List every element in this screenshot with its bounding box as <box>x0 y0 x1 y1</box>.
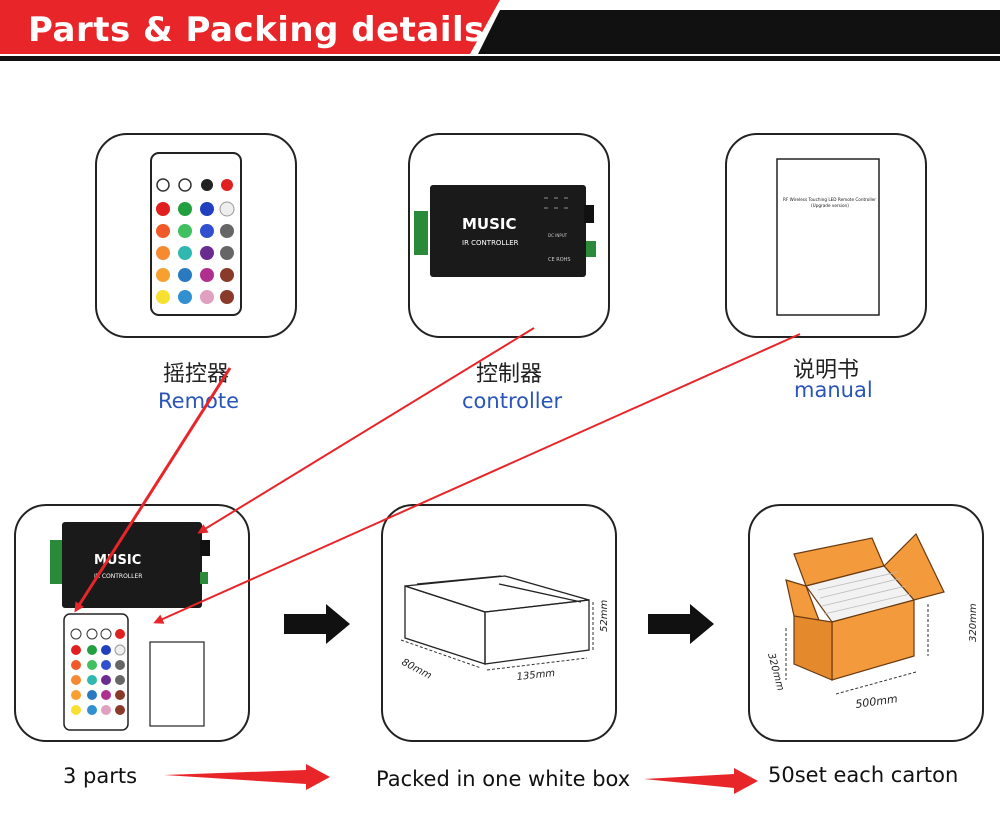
white-box-card: 52mm 80mm 135mm <box>381 504 617 742</box>
carton-card: 320mm 320mm 500mm <box>748 504 984 742</box>
page-title: Parts & Packing details <box>28 10 485 50</box>
bundle-controller-brand: MUSIC <box>94 553 141 568</box>
white-box-depth: 80mm <box>400 657 434 682</box>
carton-label: 50set each carton <box>768 763 959 787</box>
manual-caption-en: manual <box>794 378 873 402</box>
bottom-red-arrow-2 <box>644 768 758 794</box>
remote-card <box>95 133 297 338</box>
white-box-illustration: 52mm 80mm 135mm <box>400 575 610 683</box>
carton-depth: 320mm <box>765 652 786 692</box>
three-parts-label: 3 parts <box>63 764 138 788</box>
three-parts-illustration: MUSIC IR CONTROLLER <box>50 522 210 731</box>
controller-brand: MUSIC <box>462 215 517 233</box>
bundle-controller-model: IR CONTROLLER <box>94 573 142 580</box>
header-banner: Parts & Packing details <box>0 0 1000 64</box>
white-box-label: Packed in one white box <box>376 767 631 791</box>
process-arrow-1 <box>284 604 350 644</box>
white-box-height: 52mm <box>599 600 610 632</box>
manual-caption-cn: 说明书 <box>793 358 860 383</box>
process-arrow-2 <box>648 604 714 644</box>
controller-dc-input: DC INPUT <box>548 233 568 238</box>
controller-card: MUSIC IR CONTROLLER DC INPUT CE ROHS <box>408 133 610 338</box>
controller-ce: CE ROHS <box>548 257 571 263</box>
bottom-red-arrow-1 <box>164 764 330 790</box>
white-box-length: 135mm <box>516 668 556 683</box>
controller-illustration: MUSIC IR CONTROLLER DC INPUT CE ROHS <box>414 185 596 277</box>
carton-illustration: 320mm 320mm 500mm <box>765 532 979 711</box>
controller-caption-cn: 控制器 <box>476 362 543 387</box>
remote-caption-cn: 摇控器 <box>163 362 230 387</box>
carton-length: 500mm <box>855 692 899 711</box>
controller-model: IR CONTROLLER <box>462 239 519 247</box>
three-parts-card: MUSIC IR CONTROLLER <box>14 504 250 742</box>
remote-caption-en: Remote <box>158 389 240 413</box>
manual-illustration: RF Wireless Touching LED Remote Controll… <box>776 158 880 316</box>
banner-shape <box>0 0 1000 61</box>
controller-caption-en: controller <box>462 389 563 413</box>
manual-text-line1: RF Wireless Touching LED Remote Controll… <box>783 197 876 202</box>
manual-text-line2: (Upgrade version) <box>811 203 849 208</box>
carton-height: 320mm <box>968 603 979 642</box>
remote-illustration <box>150 152 242 316</box>
manual-card: RF Wireless Touching LED Remote Controll… <box>725 133 927 338</box>
